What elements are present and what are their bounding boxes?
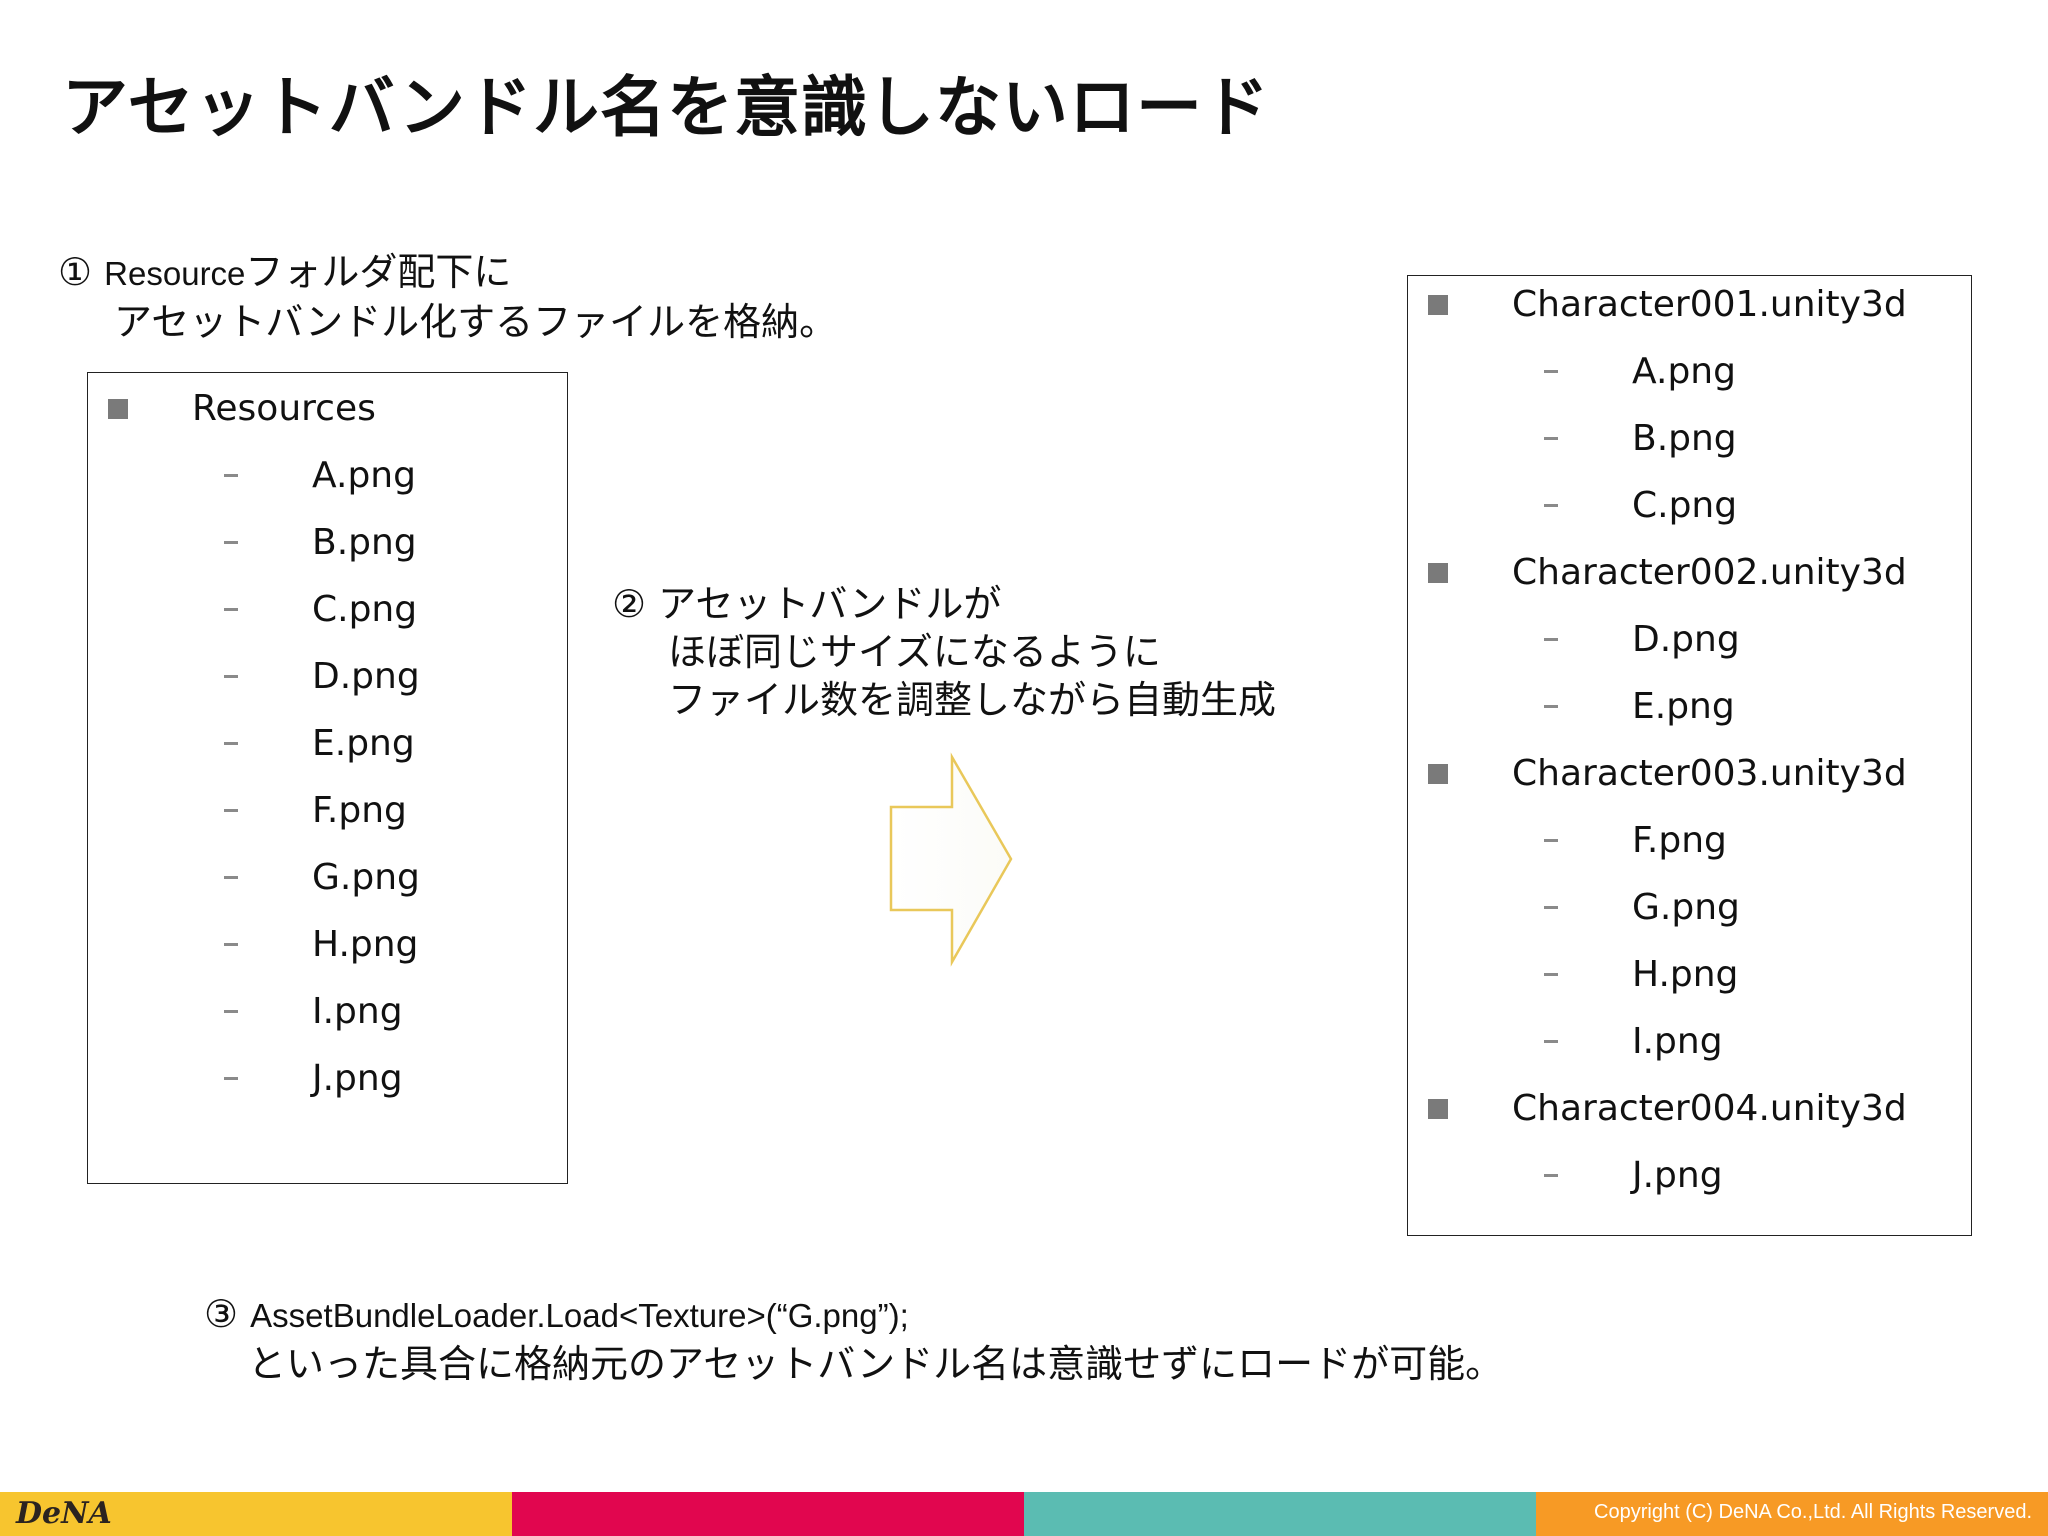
file-label: E.png — [312, 723, 415, 764]
footer-segment-orange: Copyright (C) DeNA Co.,Ltd. All Rights R… — [1536, 1492, 2048, 1536]
dash-bullet-icon — [224, 1077, 238, 1080]
step-2-line1: アセットバンドルが — [658, 582, 1002, 626]
file-label: G.png — [312, 857, 420, 898]
folder-label: Character004.unity3d — [1512, 1088, 1907, 1129]
file-label: I.png — [1632, 1021, 1723, 1062]
step-2-text: ② アセットバンドルが ほぼ同じサイズになるように ファイル数を調整しながら自動… — [612, 580, 1276, 724]
step-1-marker: ① — [58, 250, 93, 294]
file-label: I.png — [312, 991, 403, 1032]
dash-bullet-icon — [1544, 1040, 1558, 1043]
dash-bullet-icon — [224, 675, 238, 678]
dash-bullet-icon — [1544, 705, 1558, 708]
step-3-line2: といった具合に格納元のアセットバンドル名は意識せずにロードが可能。 — [248, 1342, 1504, 1386]
step-2-line3: ファイル数を調整しながら自動生成 — [668, 678, 1277, 722]
dash-bullet-icon — [224, 876, 238, 879]
step-3-code: AssetBundleLoader.Load<Texture>(“G.png”)… — [250, 1297, 909, 1334]
dash-bullet-icon — [224, 608, 238, 611]
dash-bullet-icon — [224, 809, 238, 812]
file-label: A.png — [1632, 351, 1736, 392]
file-label: C.png — [312, 589, 418, 630]
file-label: F.png — [312, 790, 407, 831]
step-2-marker: ② — [612, 582, 647, 626]
file-label: C.png — [1632, 485, 1738, 526]
dash-bullet-icon — [224, 943, 238, 946]
footer-segment-magenta — [512, 1492, 1024, 1536]
footer-segment-teal — [1024, 1492, 1536, 1536]
folder-label: Character002.unity3d — [1512, 552, 1907, 593]
file-label: B.png — [312, 522, 417, 563]
right-arrow-icon — [889, 752, 1013, 967]
square-bullet-icon — [1428, 562, 1448, 583]
footer-segment-yellow: DeNA — [0, 1492, 512, 1536]
file-label: D.png — [1632, 619, 1740, 660]
step-1-line1: フォルダ配下に — [245, 250, 512, 294]
slide-title: アセットバンドル名を意識しないロード — [62, 69, 1270, 146]
dash-bullet-icon — [224, 474, 238, 477]
step-2-line2: ほぼ同じサイズになるように — [668, 630, 1161, 674]
file-label: B.png — [1632, 418, 1737, 459]
step-1-latin: Resource — [104, 255, 246, 292]
dash-bullet-icon — [1544, 906, 1558, 909]
dash-bullet-icon — [224, 742, 238, 745]
square-bullet-icon — [1428, 1098, 1448, 1119]
dash-bullet-icon — [1544, 1174, 1558, 1177]
dash-bullet-icon — [224, 1010, 238, 1013]
dena-logo: DeNA — [16, 1496, 112, 1531]
square-bullet-icon — [1428, 763, 1448, 784]
square-bullet-icon — [108, 398, 128, 419]
step-1-text: ① Resourceフォルダ配下に アセットバンドル化するファイルを格納。 — [58, 248, 837, 346]
dash-bullet-icon — [1544, 370, 1558, 373]
folder-label: Character001.unity3d — [1512, 284, 1907, 325]
step-1-line2: アセットバンドル化するファイルを格納。 — [114, 300, 838, 344]
folder-label: Resources — [192, 388, 376, 429]
dash-bullet-icon — [1544, 638, 1558, 641]
file-label: J.png — [312, 1058, 403, 1099]
file-label: J.png — [1632, 1155, 1723, 1196]
file-label: H.png — [312, 924, 419, 965]
file-label: A.png — [312, 455, 416, 496]
copyright-text: Copyright (C) DeNA Co.,Ltd. All Rights R… — [1594, 1501, 2032, 1523]
dash-bullet-icon — [1544, 437, 1558, 440]
file-label: H.png — [1632, 954, 1739, 995]
step-3-marker: ③ — [204, 1292, 239, 1336]
arrow-shape — [889, 752, 1013, 967]
step-3-text: ③ AssetBundleLoader.Load<Texture>(“G.png… — [204, 1290, 1503, 1388]
file-label: F.png — [1632, 820, 1727, 861]
dash-bullet-icon — [224, 541, 238, 544]
file-label: G.png — [1632, 887, 1740, 928]
dash-bullet-icon — [1544, 973, 1558, 976]
dash-bullet-icon — [1544, 839, 1558, 842]
dash-bullet-icon — [1544, 504, 1558, 507]
square-bullet-icon — [1428, 294, 1448, 315]
file-label: E.png — [1632, 686, 1735, 727]
folder-label: Character003.unity3d — [1512, 753, 1907, 794]
file-label: D.png — [312, 656, 420, 697]
footer-bar: DeNA Copyright (C) DeNA Co.,Ltd. All Rig… — [0, 1492, 2048, 1536]
